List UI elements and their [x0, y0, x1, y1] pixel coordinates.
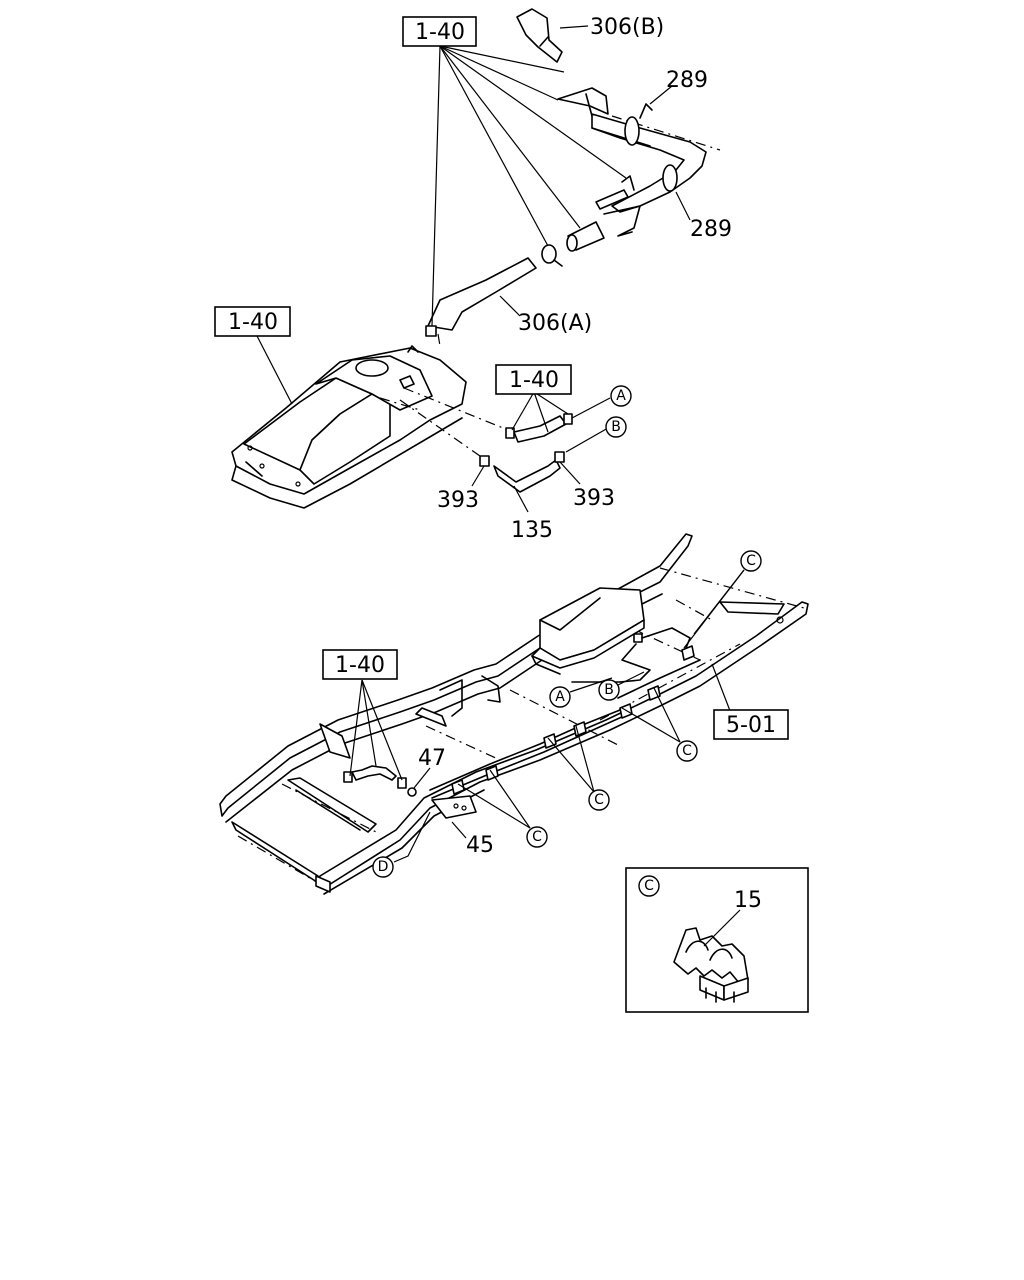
chassis-frame [219, 533, 809, 895]
breather-pipe [595, 189, 629, 210]
front-hose [351, 765, 397, 781]
ref-label-1-40-top: 1-40 [415, 20, 465, 45]
hose-to-a [513, 415, 567, 443]
part-label-306a: 306(A) [518, 311, 592, 336]
part-label-393-left: 393 [437, 488, 479, 513]
clamp-289-lower [662, 164, 678, 192]
ref-label-1-40-tank: 1-40 [228, 310, 278, 335]
part-label-393-right: 393 [573, 486, 615, 511]
upper-filler-pipe [557, 87, 609, 115]
svg-text:B: B [604, 682, 614, 698]
part-label-135: 135 [511, 518, 553, 543]
marker-c-front: C [526, 826, 548, 848]
ref-label-1-40-frame: 1-40 [335, 653, 385, 678]
marker-b-tank: B [605, 416, 627, 438]
filler-neck-assembly [425, 8, 721, 347]
ref-label-1-40-hoses: 1-40 [509, 368, 559, 393]
svg-text:C: C [532, 829, 542, 845]
leaders-top [431, 25, 691, 327]
heat-shield-306b [516, 8, 563, 63]
part-label-306b: 306(B) [590, 15, 664, 40]
ref-box-1-40-tank[interactable] [214, 306, 291, 337]
clip-393-right [554, 451, 565, 463]
part-label-289-upper: 289 [666, 68, 708, 93]
marker-c-middle: C [588, 789, 610, 811]
ref-box-1-40-top[interactable] [402, 16, 477, 47]
svg-text:C: C [644, 878, 654, 894]
marker-c-rear: C [740, 550, 762, 572]
svg-text:D: D [378, 859, 389, 875]
clip-393-left [479, 455, 490, 467]
marker-a-tank: A [610, 385, 632, 407]
svg-text:A: A [616, 388, 626, 404]
bolt-47 [407, 787, 417, 797]
part-label-289-lower: 289 [690, 217, 732, 242]
fuel-tank [231, 345, 509, 509]
marker-a-frame: A [549, 686, 571, 708]
marker-d: D [372, 856, 394, 878]
ref-box-5-01[interactable] [713, 709, 789, 740]
marker-c-right: C [676, 740, 698, 762]
tank-hoses [255, 333, 611, 513]
part-label-45: 45 [466, 833, 494, 858]
hose-clamp [541, 244, 557, 264]
ref-box-1-40-frame[interactable] [322, 649, 398, 680]
hose-306a [427, 257, 537, 331]
frame-rail-left [219, 533, 693, 817]
svg-text:C: C [594, 792, 604, 808]
hose-135 [493, 459, 561, 493]
part-label-47: 47 [418, 746, 446, 771]
svg-text:C: C [682, 743, 692, 759]
ref-box-1-40-hoses[interactable] [495, 364, 572, 395]
filler-pipe-body [591, 113, 707, 213]
svg-text:C: C [746, 553, 756, 569]
marker-b-frame: B [598, 679, 620, 701]
clamp-289-upper [624, 116, 640, 146]
svg-text:A: A [555, 689, 565, 705]
marker-c-detail: C [638, 875, 660, 897]
ref-label-5-01: 5-01 [726, 713, 776, 738]
svg-text:B: B [611, 419, 621, 435]
canister-box [539, 587, 645, 661]
part-label-15: 15 [734, 888, 762, 913]
